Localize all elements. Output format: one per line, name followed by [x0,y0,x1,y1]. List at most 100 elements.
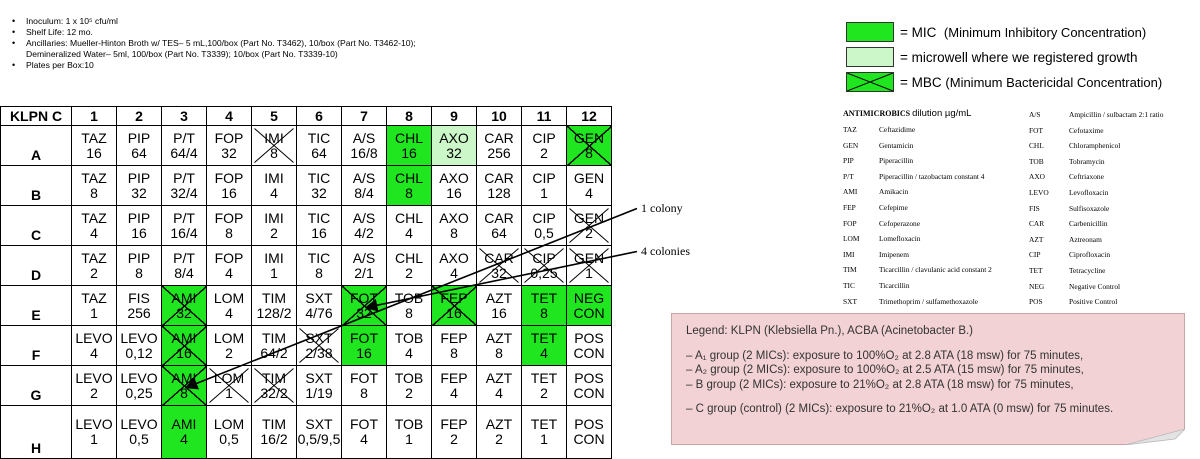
abbr-code: FOT [1029,125,1043,135]
well-dilution: 64 [491,224,507,241]
well-dilution: CON [573,344,605,361]
well-drug: IMI [264,249,284,266]
abbr-code: CIP [1029,250,1041,260]
abbr-code: TIC [843,281,855,290]
well-dilution: 4 [405,344,413,361]
well-drug: CAR [484,129,514,146]
abbr-name: Lomefloxacin [879,234,921,244]
abbr-code: SXT [843,296,857,306]
abbr-name: Imipenem [879,249,909,259]
callout-1-colony: 1 colony [641,201,683,215]
legend-line-b: – B group (2 MICs): exposure to 21%O₂ at… [686,378,1074,391]
well-drug: CHL [394,209,423,226]
well-drug: TOB [394,289,424,306]
well-drug: CAR [484,209,514,226]
well-drug: FEP [440,369,468,386]
well-dilution: 8 [315,264,323,281]
abbr-name: Piperacillin [879,156,914,166]
well-drug: POS [574,369,604,386]
well-drug: FEP [440,416,468,432]
column-header-11: 11 [521,106,567,126]
well-dilution: 2 [90,264,98,281]
well-dilution: 4 [270,184,278,201]
plate-label: KLPN C [0,106,72,126]
well-dilution: 2 [450,431,458,447]
well-drug: TOB [394,416,424,432]
abbr-code: FOP [843,218,857,228]
column-header-10: 10 [476,106,522,126]
well-dilution: 4 [540,344,548,361]
well-drug: TAZ [81,249,107,266]
well-dilution: 32 [356,304,372,321]
well-drug: FOP [214,209,244,226]
well-drug: LEVO [75,416,113,432]
mic-swatch [846,22,894,42]
well-dilution: 0,5 [129,431,149,447]
well-drug: AXO [439,129,469,146]
abbr-name: Ceftazidime [879,125,916,134]
well-dilution: 16 [401,144,417,161]
info-inoculum: Inoculum: 1 x 10⁵ cfu/ml [12,16,568,27]
well-dilution: 256 [127,304,151,321]
well-dilution: 8 [405,184,413,201]
well-drug: TIC [307,209,331,226]
well-dilution: 8 [495,344,503,361]
abbr-name: Chloramphenicol [1069,141,1121,151]
well-dilution: 4 [450,264,458,281]
well-drug: TET [530,329,558,346]
well-drug: TAZ [81,209,107,226]
column-header-5: 5 [251,106,297,126]
well-dilution: 16/2 [260,431,288,447]
well-dilution: 2 [585,224,593,241]
well-dilution: 1 [225,384,233,401]
abbr-code: AZT [1029,234,1044,244]
column-header-3: 3 [161,106,207,126]
well-dilution: 4 [90,224,98,241]
well-drug: P/T [173,169,195,186]
well-drug: CAR [484,169,514,186]
abbr-name: Cefotaxime [1069,125,1104,135]
well-dilution: 16 [446,304,462,321]
well-drug: POS [574,329,604,346]
well-drug: LEVO [75,329,113,346]
well-dilution: 8/4 [174,264,194,281]
well-drug: TIM [261,329,287,346]
abbr-code: A/S [1029,110,1041,119]
well-drug: PIP [127,249,151,266]
